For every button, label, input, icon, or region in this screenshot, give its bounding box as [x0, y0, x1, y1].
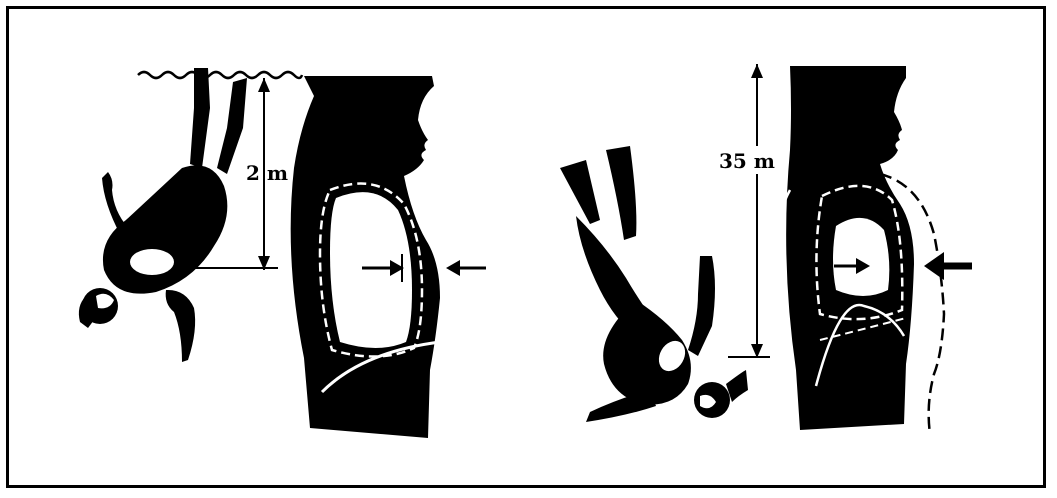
- lung-outline-deep: [833, 218, 889, 296]
- water-surface: [138, 72, 302, 78]
- right-panel: 35 m: [560, 64, 972, 434]
- depth-label-35m: 35 m: [719, 149, 775, 173]
- pressure-arrow-outer-shallow: [446, 260, 486, 276]
- diver-chest-highlight: [130, 249, 174, 275]
- diver-deep: [560, 146, 748, 422]
- left-panel: 2 m: [79, 68, 486, 438]
- diver-shallow: [79, 68, 247, 362]
- pressure-arrow-outer-deep: [924, 252, 972, 280]
- depth-marker-35m: [728, 64, 770, 358]
- depth-label-2m: 2 m: [246, 161, 288, 185]
